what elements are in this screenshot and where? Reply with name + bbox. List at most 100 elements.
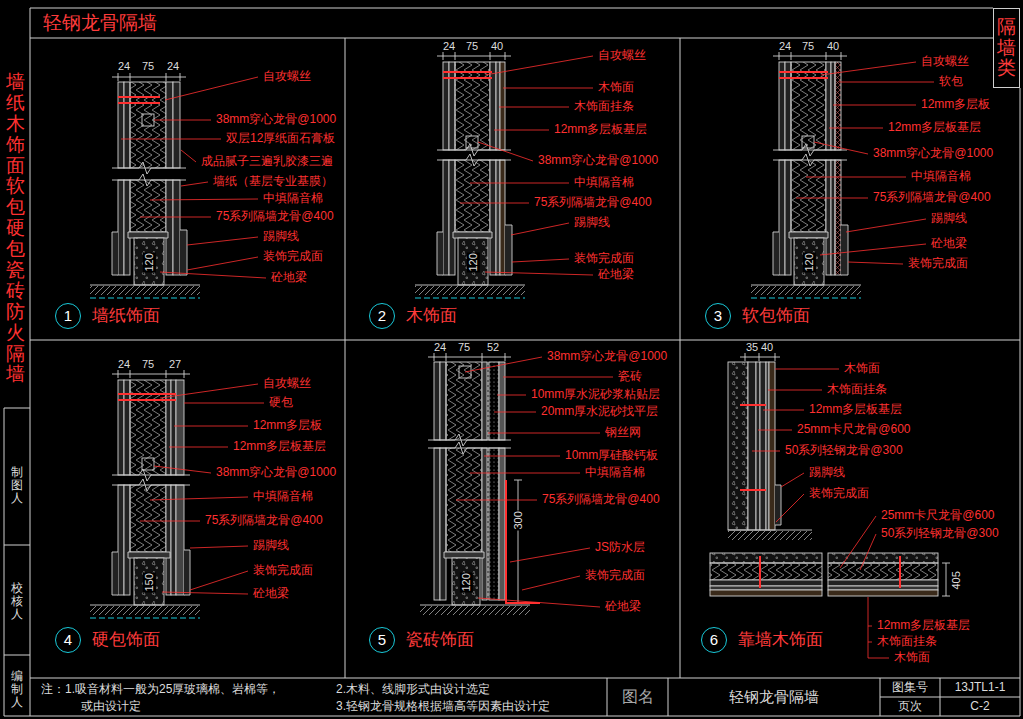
- callout-label: 木饰面: [893, 651, 931, 665]
- callout-label: 装饰完成面: [573, 252, 635, 266]
- wall-section-4: [130, 485, 166, 552]
- title-block-cell: 轻钢龙骨隔墙: [728, 688, 820, 705]
- wall-section-2: [500, 160, 505, 275]
- callout-label: 38mm穿心龙骨@1000: [215, 113, 337, 127]
- wall-section-5: [499, 448, 505, 600]
- wall-section-5: [506, 480, 540, 603]
- dimension: 120: [803, 252, 816, 272]
- dimension: 40: [826, 40, 840, 53]
- wall-section-3: [751, 52, 861, 285]
- wall-section-2: [449, 160, 455, 275]
- wall-section-2: [453, 232, 492, 238]
- dimension: 35: [745, 341, 759, 354]
- wall-section-1: [90, 73, 200, 285]
- wall-section-4: [134, 558, 164, 605]
- dimension: 75: [141, 358, 155, 371]
- detail-title: 软包饰面: [742, 306, 810, 326]
- wall-section-4: [171, 485, 176, 595]
- wall-section-2: [490, 62, 496, 150]
- wall-section-4: [176, 380, 184, 475]
- wall-section-2: [458, 238, 488, 285]
- title-block-cell: C-2: [969, 700, 990, 714]
- wall-section-2: [415, 52, 593, 298]
- callout-label: 12mm多层板基层: [887, 121, 982, 135]
- wall-section-2: [455, 62, 490, 150]
- callout-label: 10mm厚水泥砂浆粘贴层: [530, 388, 661, 402]
- wall-section-6: [728, 362, 748, 530]
- wall-section-5: [489, 448, 499, 600]
- category-text: 隔墙类: [997, 17, 1016, 80]
- wall-section-1: [112, 162, 186, 186]
- wall-section-4: [90, 618, 200, 619]
- callout-label: 装饰完成面: [252, 564, 314, 578]
- callout-label: 砼地梁: [604, 600, 642, 614]
- dimension: 24: [166, 60, 180, 73]
- wall-section-2: [449, 62, 455, 150]
- wall-section-5: [420, 353, 530, 605]
- wall-section-3: [831, 62, 835, 150]
- detail-number: 1墙纸饰面: [55, 303, 81, 329]
- wall-section-4: [142, 458, 154, 470]
- callout-label: 25mm卡尺龙骨@600: [796, 423, 912, 437]
- wall-section-1: [112, 230, 187, 275]
- callout-label: JS防水层: [594, 541, 646, 555]
- category-box: 隔墙类: [993, 8, 1020, 88]
- detail-title: 木饰面: [406, 306, 457, 326]
- wall-section-3: [751, 298, 861, 299]
- detail-title: 墙纸饰面: [92, 306, 160, 326]
- wall-section-1: [118, 180, 124, 275]
- wall-section-3: [796, 62, 934, 264]
- wall-section-5: [420, 606, 530, 615]
- wall-section-5: [434, 362, 440, 440]
- dimension: 24: [117, 358, 131, 371]
- wall-section-2: [466, 136, 478, 148]
- detail-number-text: 5: [378, 632, 386, 649]
- wall-section-4: [90, 605, 200, 606]
- callout-label: 中填隔音棉: [252, 490, 314, 504]
- callout-label: 25mm卡尺龙骨@600: [880, 509, 996, 523]
- wall-section-1: [124, 180, 130, 275]
- wall-section-3: [791, 160, 826, 232]
- wall-section-4: [166, 485, 171, 595]
- wall-section-5: [499, 362, 505, 440]
- dimension: 300: [512, 510, 525, 530]
- wall-section-3: [773, 144, 847, 166]
- wall-section-6: [756, 362, 760, 530]
- wall-section-6: [728, 531, 812, 540]
- wall-section-3: [789, 232, 828, 238]
- callout-label: 12mm多层板基层: [232, 440, 327, 454]
- callout-label: 踢脚线: [262, 230, 300, 244]
- callout-label: 75系列隔墙龙骨@400: [541, 493, 661, 507]
- dimension: 24: [433, 341, 447, 354]
- dimension: 150: [143, 572, 156, 592]
- callout-label: 瓷砖: [617, 370, 643, 384]
- title-block-cell: 图名: [621, 688, 655, 706]
- wall-section-1: [134, 238, 164, 285]
- callout-label: 装饰完成面: [808, 487, 870, 501]
- wall-section-6: [760, 362, 766, 530]
- wall-section-3: [802, 136, 814, 148]
- wall-section-6: [710, 586, 822, 590]
- detail-number: 6靠墙木饰面: [701, 627, 727, 653]
- callout-label: 38mm穿心龙骨@1000: [215, 466, 337, 480]
- wall-section-5: [482, 448, 487, 600]
- note-text: 3.轻钢龙骨规格根据墙高等因素由设计定: [335, 700, 551, 714]
- wall-section-3: [773, 52, 847, 60]
- wall-section-6: [775, 485, 781, 525]
- wall-section-5: [489, 362, 499, 440]
- wall-section-5: [482, 362, 487, 440]
- detail-number-text: 4: [64, 632, 72, 649]
- wall-section-6: [728, 530, 812, 531]
- callout-label: 75系列隔墙龙骨@400: [533, 196, 653, 210]
- wall-section-2: [437, 144, 511, 166]
- title-block-cell: 页次: [897, 700, 923, 714]
- detail-number-text: 2: [378, 308, 386, 325]
- callout-label: 砼地梁: [252, 587, 290, 601]
- wall-section-3: [779, 62, 785, 150]
- callout-label: 软包: [938, 75, 964, 89]
- wall-section-4: [124, 485, 130, 595]
- dimension: 27: [168, 358, 182, 371]
- wall-section-4: [128, 552, 170, 558]
- wall-section-4: [90, 606, 200, 615]
- wall-section-2: [415, 285, 525, 286]
